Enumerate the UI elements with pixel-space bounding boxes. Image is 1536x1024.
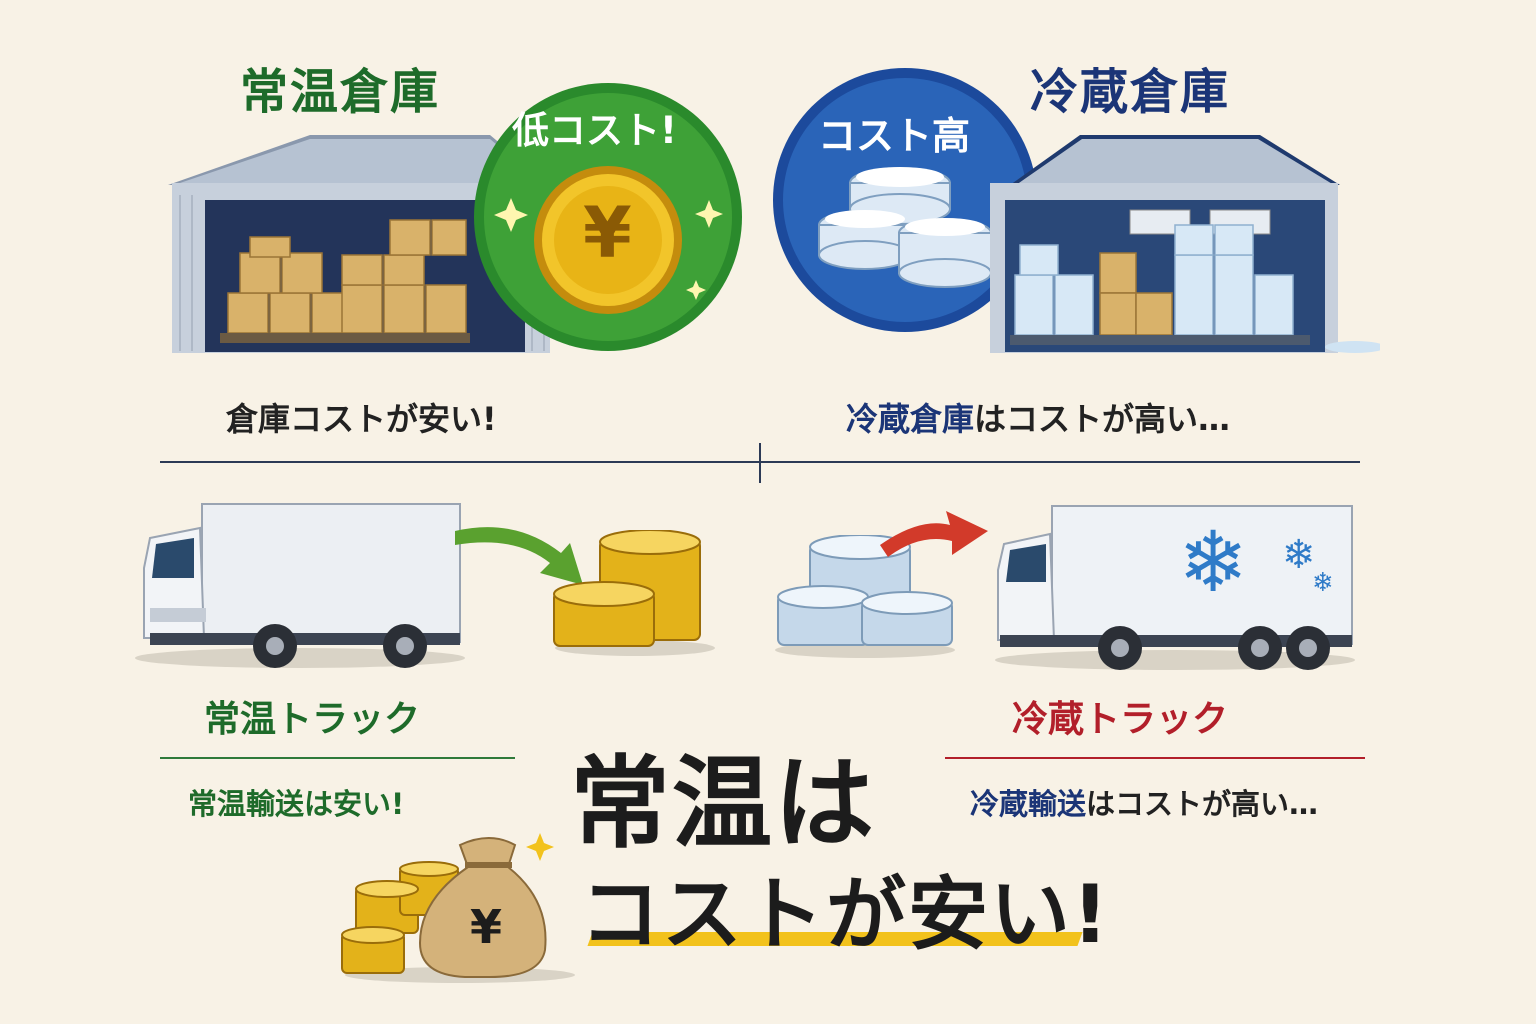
gold-coin-stack-icon [553, 530, 715, 656]
high-cost-badge [773, 68, 1037, 332]
cold-warehouse-caption: 冷蔵倉庫はコストが高い… [846, 394, 1230, 440]
cold-warehouse-title: 冷蔵倉庫 [1030, 64, 1231, 120]
refrigerated-truck-illustration [995, 505, 1355, 670]
refrigerated-transport-caption-rest: はコストが高い… [1086, 787, 1319, 821]
refrigerated-truck-underline [945, 757, 1365, 759]
money-bag-yen-symbol: ¥ [470, 900, 503, 954]
high-cost-badge-text: コスト高 [818, 114, 971, 158]
low-cost-badge-text: 低コスト! [512, 109, 677, 152]
yen-coin-icon: ¥ [583, 192, 632, 274]
refrigerated-truck-label: 冷蔵トラック [1012, 699, 1229, 740]
cold-warehouse-caption-highlight: 冷蔵倉庫 [846, 400, 975, 438]
cold-warehouse-caption-rest: はコストが高い… [974, 400, 1231, 438]
refrigerated-transport-caption: 冷蔵輸送はコストが高い… [970, 781, 1318, 823]
ambient-truck-underline [160, 757, 515, 759]
ambient-transport-caption: 常温輸送は安い! [188, 787, 405, 821]
green-arrow-icon [455, 527, 583, 585]
ambient-truck-illustration [135, 503, 465, 668]
ambient-warehouse-caption: 倉庫コストが安い! [226, 400, 497, 438]
snowflake-icon: ❄ [1178, 513, 1249, 611]
divider-tick [759, 443, 761, 483]
cold-warehouse-illustration [990, 135, 1380, 353]
slogan-line-2: コストが安い! [580, 868, 1111, 961]
ice-coin-stack-icon [775, 535, 955, 658]
snowflake-tiny-icon: ❄ [1312, 568, 1334, 598]
ambient-truck-label: 常温トラック [204, 699, 421, 740]
refrigerated-transport-caption-highlight: 冷蔵輸送 [970, 787, 1087, 821]
ambient-warehouse-title: 常温倉庫 [240, 64, 441, 120]
snowflake-small-icon: ❄ [1282, 532, 1316, 578]
slogan-line-1: 常温は [570, 745, 876, 862]
money-bag-icon [341, 833, 575, 983]
red-arrow-icon [880, 511, 988, 557]
low-cost-badge [474, 83, 742, 351]
